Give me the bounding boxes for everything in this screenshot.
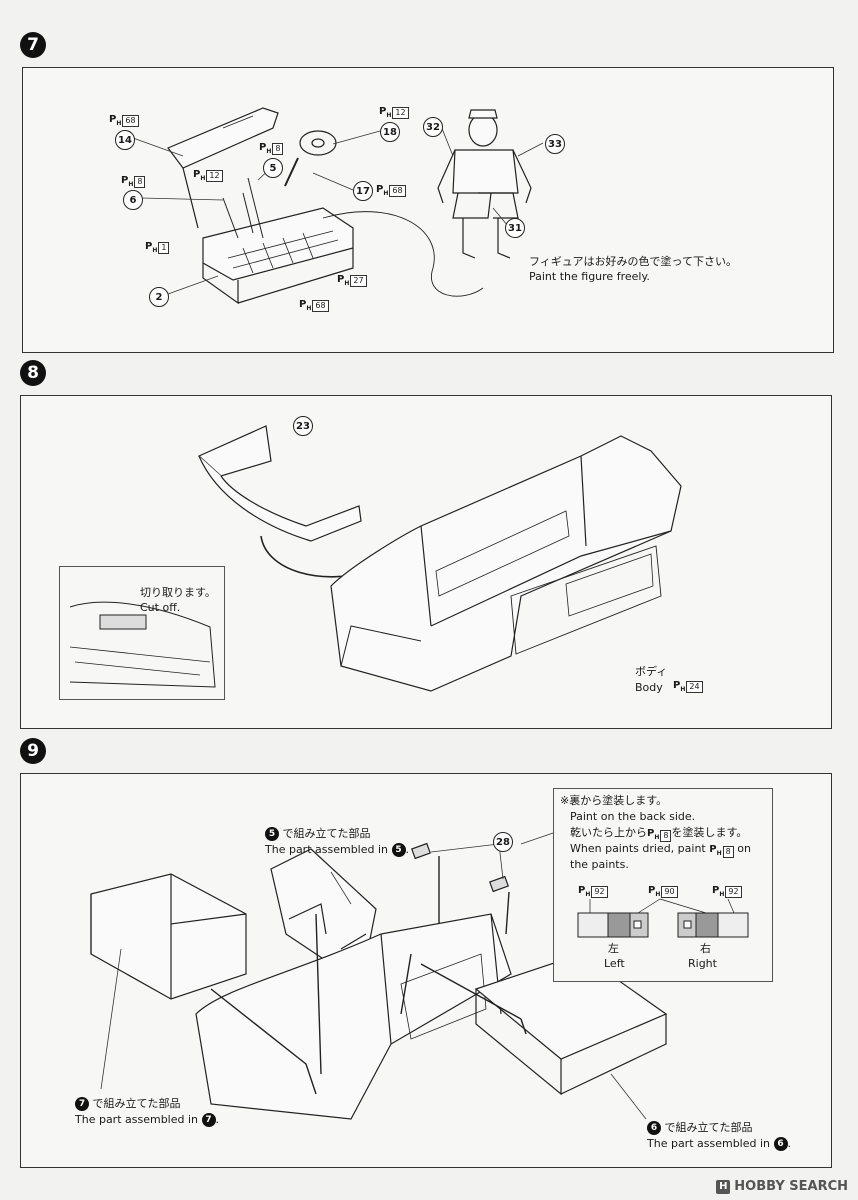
- step9-illustration: [90, 831, 668, 1120]
- cut-off-detail-inset: 切り取ります。 Cut off.: [59, 566, 225, 700]
- back-paint-note-box: ※裏から塗装します。 Paint on the back side. 乾いたら上…: [553, 788, 773, 982]
- part-callout-6: 6: [123, 190, 143, 210]
- part-callout-32: 32: [423, 117, 443, 137]
- step7-illustration: [132, 107, 544, 305]
- lamp-diagram: [577, 898, 749, 938]
- note-line-2: Paint on the back side.: [570, 810, 696, 823]
- note-line-5: the paints.: [570, 858, 629, 871]
- part-callout-14: 14: [115, 130, 135, 150]
- body-label-jp: ボディ: [635, 665, 668, 678]
- note-line-1: ※裏から塗装します。: [560, 794, 668, 807]
- step8-illustration: [197, 425, 682, 692]
- part-callout-18: 18: [380, 122, 400, 142]
- figure-note-en: Paint the figure freely.: [529, 270, 650, 283]
- watermark-text: HOBBY SEARCH: [734, 1179, 848, 1194]
- part-callout-5: 5: [263, 158, 283, 178]
- cut-off-label-jp: 切り取ります。: [140, 586, 216, 599]
- part5-label-jp: 5 で組み立てた部品: [265, 826, 371, 841]
- step-number-8: 8: [20, 360, 46, 386]
- left-label-en: Left: [604, 957, 625, 970]
- hobby-search-logo-icon: H: [716, 1179, 731, 1194]
- part-callout-31: 31: [505, 218, 525, 238]
- part6-label-en: The part assembled in 6.: [647, 1137, 792, 1151]
- left-label-jp: 左: [608, 942, 619, 955]
- part-callout-2: 2: [149, 287, 169, 307]
- step-number-9: 9: [20, 738, 46, 764]
- part-callout-33: 33: [545, 134, 565, 154]
- part6-label-jp: 6 で組み立てた部品: [647, 1120, 753, 1135]
- step-number-7: 7: [20, 32, 46, 58]
- part-callout-23: 23: [293, 416, 313, 436]
- part7-label-en: The part assembled in 7.: [75, 1113, 220, 1127]
- step9-panel: 28 5 で組み立てた部品 The part assembled in 5. 7…: [20, 773, 832, 1168]
- part7-label-jp: 7 で組み立てた部品: [75, 1096, 181, 1111]
- body-label-en: Body: [635, 681, 663, 694]
- part-callout-28: 28: [493, 832, 513, 852]
- watermark: H HOBBY SEARCH: [716, 1179, 848, 1194]
- right-label-en: Right: [688, 957, 717, 970]
- cut-off-label-en: Cut off.: [140, 601, 181, 614]
- right-label-jp: 右: [700, 942, 711, 955]
- figure-note-jp: フィギュアはお好みの色で塗って下さい。: [529, 255, 738, 268]
- part5-label-en: The part assembled in 5.: [265, 843, 410, 857]
- part-callout-17: 17: [353, 181, 373, 201]
